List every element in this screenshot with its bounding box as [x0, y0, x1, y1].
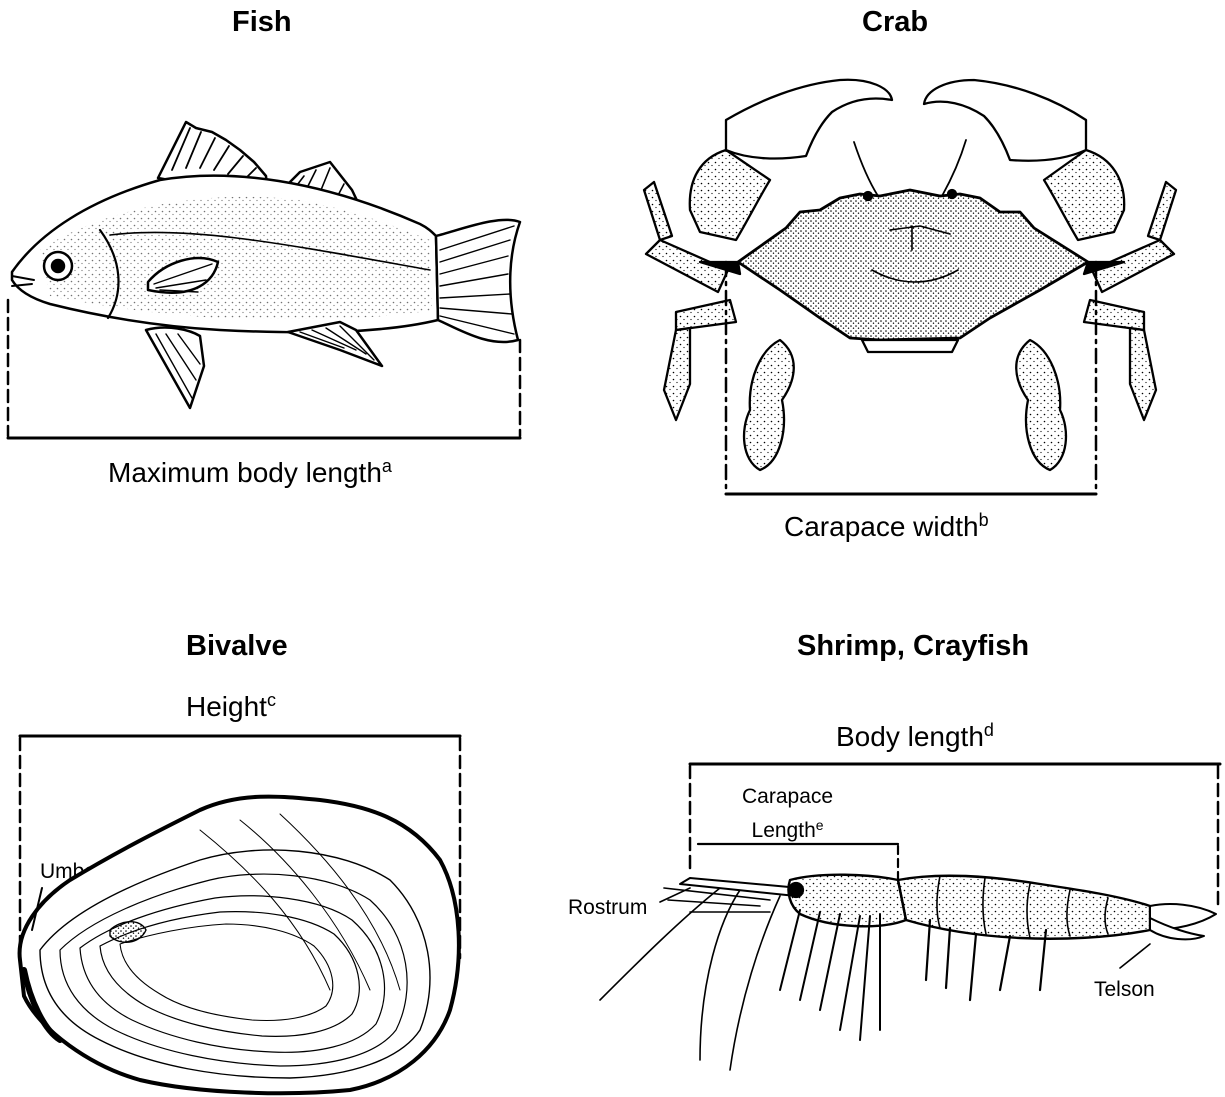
bivalve-illustration	[20, 736, 460, 1093]
shrimp-illustration	[600, 764, 1220, 1070]
crab-left-paddle	[744, 340, 794, 470]
shrimp-carapace	[788, 875, 906, 927]
bivalve-shell	[20, 797, 459, 1094]
crab-carapace	[738, 190, 1088, 340]
shrimp-rostrum	[680, 878, 800, 896]
crab-illustration	[644, 80, 1176, 494]
crab-right-paddle	[1016, 340, 1066, 470]
fish-illustration	[8, 122, 520, 438]
shrimp-abdomen	[898, 876, 1150, 939]
crab-right-claw	[924, 80, 1086, 161]
crab-left-claw	[726, 80, 892, 159]
